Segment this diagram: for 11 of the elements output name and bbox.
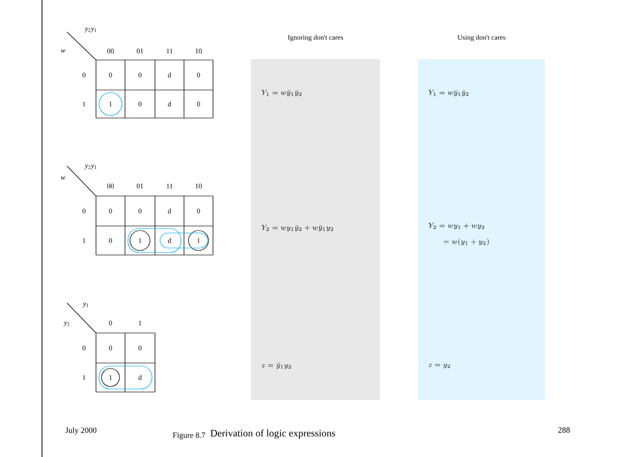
caption: Derivation of logic expressions <box>210 429 336 439</box>
figure-number: Figure 8.7 <box>172 432 206 440</box>
equation: $= w(y_1 + y_2)$ <box>444 238 489 246</box>
footer-date: July 2000 <box>66 427 96 435</box>
equation: $z = \bar{y}_1y_2$ <box>262 363 291 369</box>
page-number: 288 <box>558 427 570 433</box>
equation: $Y_2 = wy_1\bar{y}_2 + w\bar{y}_1y_2$ <box>262 224 334 232</box>
equation: $z = y_2$ <box>428 364 450 368</box>
equation: $Y_2 = wy_1 + wy_2$ <box>428 222 484 230</box>
equation: $Y_1 = w\bar{y}_1\bar{y}_2$ <box>428 90 468 96</box>
equation: $Y_1 = w\bar{y}_1\bar{y}_2$ <box>262 90 302 96</box>
